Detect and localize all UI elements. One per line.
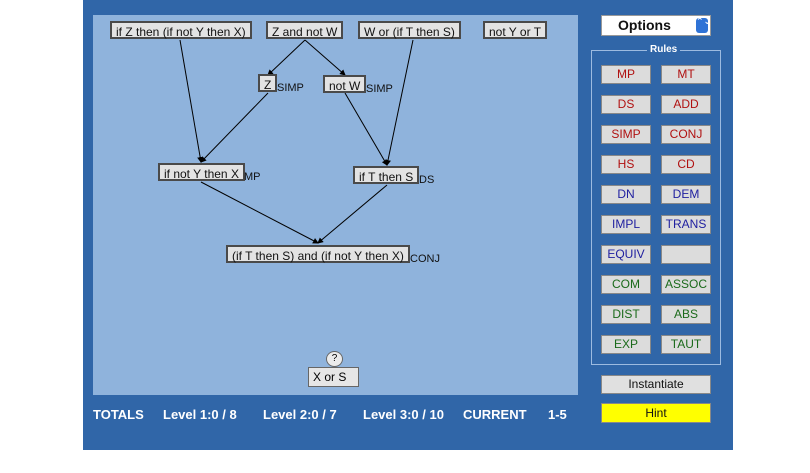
rule-button-impl[interactable]: IMPL	[601, 215, 651, 234]
rule-button-exp[interactable]: EXP	[601, 335, 651, 354]
edge-notw-to-ds	[344, 92, 388, 166]
rule-button-com[interactable]: COM	[601, 275, 651, 294]
derivation-edges	[179, 39, 414, 244]
derived-node-mp[interactable]: if not Y then X	[158, 163, 245, 181]
options-label: Options	[618, 17, 671, 33]
level3-score: Level 3:0 / 10	[363, 407, 444, 422]
proof-canvas[interactable]: if Z then (if not Y then X) Z and not W …	[93, 15, 578, 395]
rule-button-dn[interactable]: DN	[601, 185, 651, 204]
rule-tag: SIMP	[277, 82, 304, 94]
edge-mp-to-conj	[200, 181, 319, 244]
edge-premise3-to-ds	[385, 39, 414, 166]
rule-button-dem[interactable]: DEM	[661, 185, 711, 204]
rule-button-assoc[interactable]: ASSOC	[661, 275, 711, 294]
hint-button[interactable]: Hint	[601, 403, 711, 423]
rule-button-simp[interactable]: SIMP	[601, 125, 651, 144]
rule-button-mt[interactable]: MT	[661, 65, 711, 84]
instantiate-button[interactable]: Instantiate	[601, 375, 711, 394]
select-arrows-icon: ⌃⌄	[696, 17, 711, 33]
goal-node[interactable]: X or S	[308, 367, 359, 387]
premise-node[interactable]: W or (if T then S)	[358, 21, 461, 39]
totals-label: TOTALS	[93, 407, 144, 422]
level1-score: Level 1:0 / 8	[163, 407, 237, 422]
options-select[interactable]: Options ⌃⌄	[601, 15, 711, 36]
rule-button-dist[interactable]: DIST	[601, 305, 651, 324]
logic-proof-app: if Z then (if not Y then X) Z and not W …	[83, 0, 733, 450]
rule-button-hs[interactable]: HS	[601, 155, 651, 174]
premise-node[interactable]: not Y or T	[483, 21, 548, 39]
premise-node[interactable]: if Z then (if not Y then X)	[110, 21, 252, 39]
rule-tag: CONJ	[410, 253, 440, 265]
derived-node-not-w[interactable]: not W	[323, 75, 367, 93]
derived-node-z[interactable]: Z	[258, 74, 278, 92]
rule-button-trans[interactable]: TRANS	[661, 215, 711, 234]
rule-button-add[interactable]: ADD	[661, 95, 711, 114]
edge-premise2-to-notw	[304, 39, 346, 76]
rule-tag: MP	[244, 171, 261, 183]
level2-score: Level 2:0 / 7	[263, 407, 337, 422]
goal-hint-icon[interactable]: ?	[326, 351, 343, 367]
rule-button-ds[interactable]: DS	[601, 95, 651, 114]
edge-ds-to-conj	[317, 184, 388, 244]
rule-button-conj[interactable]: CONJ	[661, 125, 711, 144]
rule-button-abs[interactable]: ABS	[661, 305, 711, 324]
rule-button-equiv[interactable]: EQUIV	[601, 245, 651, 264]
derived-node-conj[interactable]: (if T then S) and (if not Y then X)	[226, 245, 410, 263]
rule-button-cd[interactable]: CD	[661, 155, 711, 174]
rule-button-mp[interactable]: MP	[601, 65, 651, 84]
premise-node[interactable]: Z and not W	[266, 21, 344, 39]
rule-button-blank[interactable]	[661, 245, 711, 264]
rules-title: Rules	[647, 44, 681, 55]
current-label: CURRENT	[463, 407, 527, 422]
edge-premise2-to-z	[267, 39, 306, 76]
rule-button-taut[interactable]: TAUT	[661, 335, 711, 354]
edge-premise1-to-mp	[179, 39, 204, 163]
edge-z-to-mp	[200, 92, 269, 163]
rule-tag: DS	[419, 174, 435, 186]
rule-tag: SIMP	[366, 83, 393, 95]
rules-panel: Rules	[591, 44, 721, 365]
current-value: 1-5	[548, 407, 567, 422]
derived-node-ds[interactable]: if T then S	[353, 166, 420, 184]
